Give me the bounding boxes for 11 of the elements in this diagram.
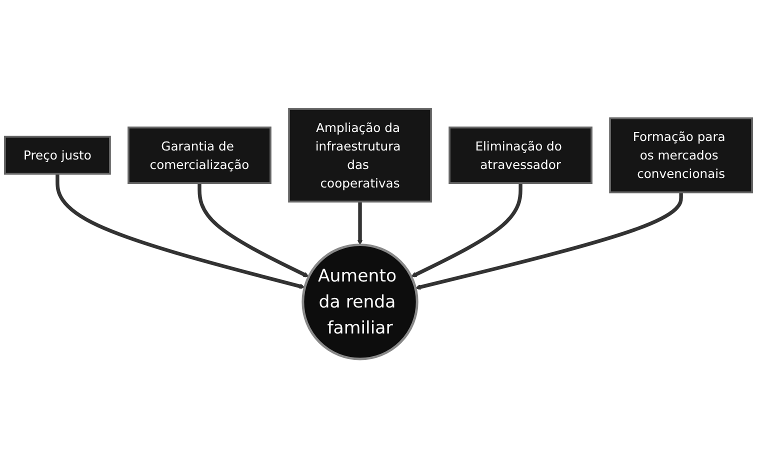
arrow (411, 183, 522, 278)
node-box: Ampliação da infraestrutura das cooperativas (288, 108, 432, 203)
arrow (198, 183, 309, 278)
node-box: Eliminação do atravessador (448, 126, 592, 184)
node-box: Formação para os mercados convencionais (609, 117, 753, 194)
arrow (415, 192, 683, 290)
arrow (357, 202, 363, 246)
arrow (56, 174, 305, 289)
node-box: Garantia de comercialização (128, 126, 272, 184)
node-box: Preço justo (4, 136, 111, 175)
node-circle: Aumento da renda familiar (302, 244, 418, 360)
